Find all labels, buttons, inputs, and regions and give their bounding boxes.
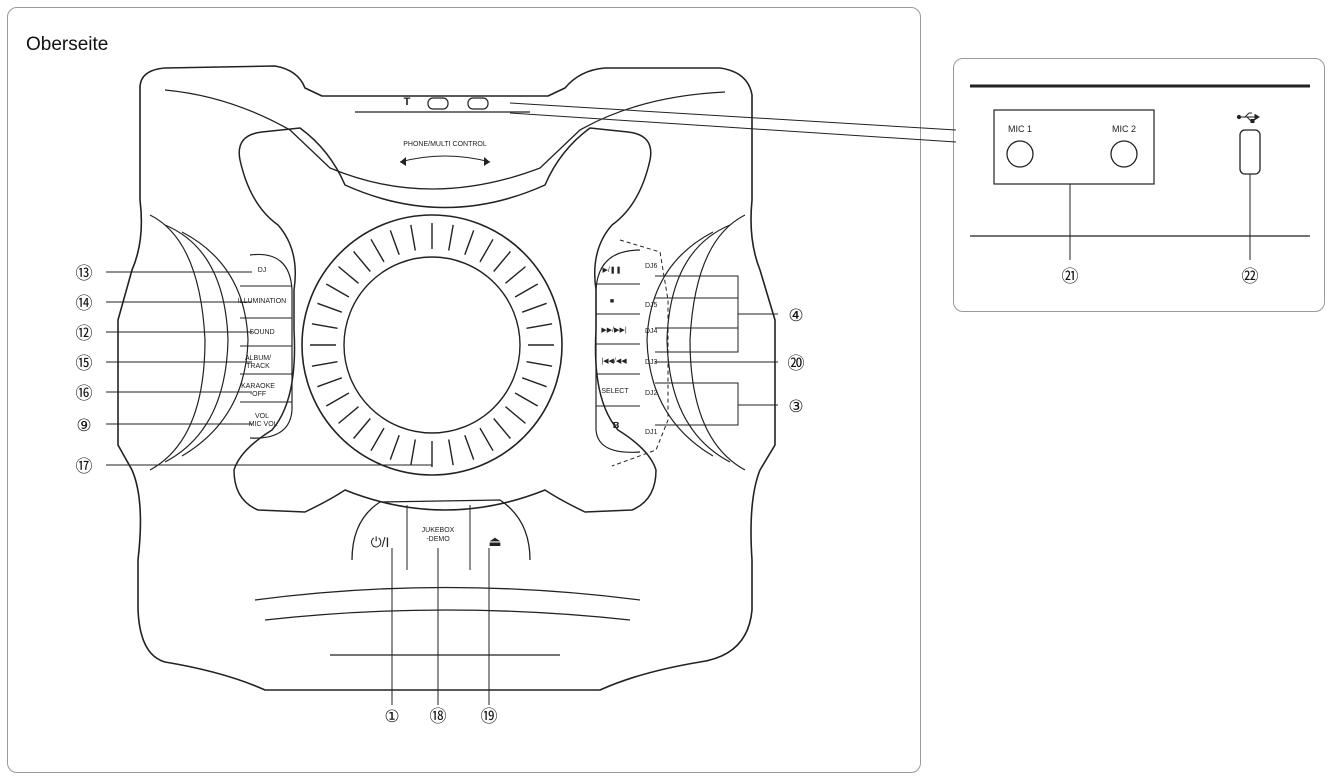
- bottom-button-bank: [351, 499, 531, 561]
- dial-ridge: [311, 323, 338, 329]
- callout-22: ㉒: [1242, 267, 1259, 286]
- jog-dial: [301, 214, 563, 476]
- dj4-label: DJ4: [645, 328, 658, 335]
- dial-ridge: [479, 427, 494, 452]
- top-view-panel: Oberseite: [7, 7, 921, 773]
- dial-ridge: [493, 251, 511, 272]
- illumination-button[interactable]: ILLUMINATION: [238, 298, 287, 305]
- dial-ridge: [338, 406, 359, 424]
- callout-13: ⑬: [76, 264, 93, 283]
- dial-ridge: [370, 427, 385, 452]
- dial-ridge: [370, 238, 385, 263]
- dial-ridge: [479, 238, 494, 263]
- dial-ridge: [325, 392, 350, 407]
- panel-title: Oberseite: [26, 34, 109, 55]
- dial-ridge: [526, 323, 553, 329]
- dial-ridge: [311, 361, 338, 367]
- left-button-column: [249, 253, 293, 439]
- bluetooth-icon[interactable]: ʙ: [613, 419, 620, 431]
- dial-ridge: [410, 224, 416, 251]
- dj3-label: DJ3: [645, 359, 658, 366]
- album-track-button[interactable]: ALBUM/TRACK: [245, 355, 271, 370]
- phone-slot-icon: T: [404, 96, 411, 108]
- usb-port: [1239, 129, 1261, 175]
- mic2-label: MIC 2: [1112, 124, 1136, 134]
- sound-button[interactable]: SOUND: [249, 329, 274, 336]
- callout-18: ⑱: [430, 707, 447, 726]
- dial-ridge: [505, 266, 526, 284]
- dial-ridge: [521, 302, 547, 313]
- mic1-label: MIC 1: [1008, 124, 1032, 134]
- left-buttons: DJ ILLUMINATION SOUND ALBUM/TRACK KARAOK…: [238, 267, 292, 428]
- dial-ridge: [514, 283, 539, 298]
- connector-detail: MIC 1 MIC 2 ㉑ ㉒: [970, 84, 1310, 286]
- dial-ridge: [389, 230, 400, 256]
- callout-1: ①: [384, 707, 399, 726]
- dial-ridge: [464, 230, 475, 256]
- callout-12: ⑫: [76, 324, 93, 343]
- multi-control-label: PHONE/MULTI CONTROL: [403, 141, 487, 148]
- usb-icon: [1236, 112, 1260, 123]
- connector-detail-panel: [953, 58, 1325, 312]
- dial-ridge: [317, 377, 343, 388]
- callout-3: ③: [788, 397, 803, 416]
- forward-skip-button[interactable]: ▶▶/▶▶|: [601, 327, 626, 334]
- vol-mic-vol-button[interactable]: VOL-MIC VOL: [246, 413, 277, 428]
- dial-ridge: [353, 251, 371, 272]
- dial-ridge: [448, 224, 454, 251]
- stop-button[interactable]: ■: [610, 298, 614, 305]
- dial-ridge: [521, 377, 547, 388]
- callout-9: ⑨: [76, 416, 91, 435]
- jukebox-demo-button[interactable]: JUKEBOX-DEMO: [422, 527, 455, 543]
- dial-ridge: [338, 266, 359, 284]
- dj2-label: DJ2: [645, 390, 658, 397]
- dial-ridge: [464, 434, 475, 460]
- control-plate-outline: [233, 127, 657, 513]
- dj5-label: DJ5: [645, 302, 658, 309]
- power-button[interactable]: ⏻/I: [371, 534, 390, 550]
- dj-button[interactable]: DJ: [258, 267, 267, 274]
- select-button[interactable]: SELECT: [601, 388, 629, 395]
- dial-ridge: [410, 439, 416, 466]
- dial-ridge: [505, 406, 526, 424]
- callout-15: ⑮: [76, 354, 93, 373]
- bottom-buttons: ⏻/I JUKEBOX-DEMO ⏏: [371, 505, 502, 570]
- device-body-outline: [117, 65, 776, 691]
- dial-ridge: [448, 439, 454, 466]
- callout-21: ㉑: [1062, 267, 1079, 286]
- callout-17: ⑰: [76, 457, 93, 476]
- karaoke-off-button[interactable]: KARAOKE-OFF: [241, 383, 275, 398]
- mic1-jack: [1006, 140, 1034, 168]
- rewind-skip-button[interactable]: |◀◀/◀◀: [601, 358, 627, 365]
- play-pause-button[interactable]: ▶/❚❚: [602, 266, 621, 274]
- dial-ridge: [514, 392, 539, 407]
- dj1-label: DJ1: [645, 429, 658, 436]
- callout-4: ④: [788, 306, 803, 325]
- callout-numbers: ⑬ ⑭ ⑫ ⑮ ⑯ ⑨ ⑰ ④ ⑳ ③ ① ⑱ ⑲: [76, 264, 805, 726]
- mic2-jack: [1110, 140, 1138, 168]
- eject-button[interactable]: ⏏: [488, 533, 501, 549]
- dial-ridge: [493, 418, 511, 439]
- dial-ridge: [317, 302, 343, 313]
- dial-ridge: [389, 434, 400, 460]
- callout-20: ⑳: [788, 354, 805, 373]
- callout-16: ⑯: [76, 384, 93, 403]
- right-buttons: ▶/❚❚ DJ6 ■ DJ5 ▶▶/▶▶| DJ4 |◀◀/◀◀ DJ3 SEL…: [596, 239, 669, 467]
- right-button-column: [595, 249, 641, 453]
- callout-14: ⑭: [76, 294, 93, 313]
- dial-ridge: [325, 283, 350, 298]
- dj6-label: DJ6: [645, 263, 658, 270]
- dial-ridge: [353, 418, 371, 439]
- dial-ridge: [526, 361, 553, 367]
- callout-19: ⑲: [481, 707, 498, 726]
